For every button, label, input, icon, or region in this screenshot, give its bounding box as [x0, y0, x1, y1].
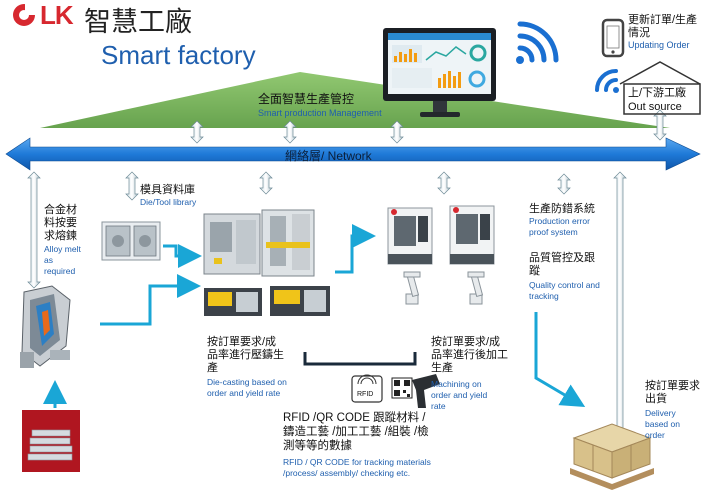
machining-en: Machining on order and yield rate: [431, 379, 488, 411]
robot-arm-icon: [403, 271, 485, 305]
network-arrow: [5, 137, 701, 171]
delivery-cn: 按訂單要求出貨: [645, 380, 700, 405]
error-proof-en: Production error proof system: [529, 216, 590, 237]
wifi-icon: [516, 21, 559, 64]
quality-en: Quality control and tracking: [529, 280, 600, 301]
furnace-icon: [20, 285, 71, 368]
updating-order-cn: 更新訂單/生產情況: [628, 14, 698, 39]
delivery-link-arrow: [613, 171, 627, 461]
die-mold-icon: [101, 221, 161, 261]
management-triangle: [40, 72, 670, 128]
outsource-link-arrow: [653, 109, 667, 141]
phone-icon: [601, 18, 625, 58]
die-library-en: Die/Tool library: [140, 197, 197, 207]
rfid-tag-label: RFID: [357, 391, 374, 398]
casting-machine-lower-icon: [204, 286, 330, 316]
qr-code-icon: [391, 377, 413, 399]
error-proof-cn: 生產防錯系統: [529, 203, 595, 215]
pallet-boxes-icon: [570, 423, 654, 490]
alloy-en: Alloy melt as required: [44, 244, 81, 276]
outsource-en: Out source: [628, 101, 682, 113]
rfid-cn: RFID /QR CODE 跟蹤材料 / 鑄造工藝 /加工工藝 /組裝 /檢測等…: [283, 412, 429, 452]
logo-text: LK: [40, 0, 74, 30]
flow-arrows: [43, 224, 586, 408]
brand-title-cn: 智慧工廠: [84, 7, 192, 38]
wifi-small-icon: [595, 69, 619, 93]
alloy-cn: 合金材料按要求熔鍊: [44, 204, 77, 242]
delivery-en: Delivery based on order: [645, 408, 680, 440]
network-link-arrows: [125, 171, 571, 201]
die-casting-cn: 按訂單要求/成品率進行壓鑄生產: [207, 336, 284, 374]
network-label: 網絡層/ Network: [285, 149, 372, 163]
management-link-arrows: [190, 120, 404, 144]
rfid-bracket: [303, 352, 417, 366]
alloy-link-arrow: [27, 171, 41, 289]
factory-house-icon: [619, 61, 701, 115]
outsource-cn: 上/下游工廠: [628, 87, 687, 99]
rfid-tag-icon: [351, 374, 383, 403]
casting-machine-icon: [203, 209, 315, 277]
rfid-en: RFID / QR CODE for tracking materials /p…: [283, 457, 431, 478]
quality-cn: 品質管控及跟蹤: [529, 252, 595, 277]
scanner-icon: [412, 374, 440, 408]
machining-cn: 按訂單要求/成品率進行後加工生產: [431, 336, 508, 374]
monitor-icon: [383, 28, 496, 117]
die-library-cn: 模具資料庫: [140, 184, 195, 196]
cnc-machine-icon: [387, 205, 495, 265]
brand-title-en: Smart factory: [101, 40, 256, 70]
die-casting-en: Die-casting based on order and yield rat…: [207, 377, 287, 398]
management-title-en: Smart production Management: [258, 108, 382, 118]
updating-order-en: Updating Order: [628, 40, 690, 50]
management-title-cn: 全面智慧生產管控: [258, 92, 355, 106]
logo-icon: [13, 4, 37, 26]
ingot-icon: [22, 410, 80, 472]
